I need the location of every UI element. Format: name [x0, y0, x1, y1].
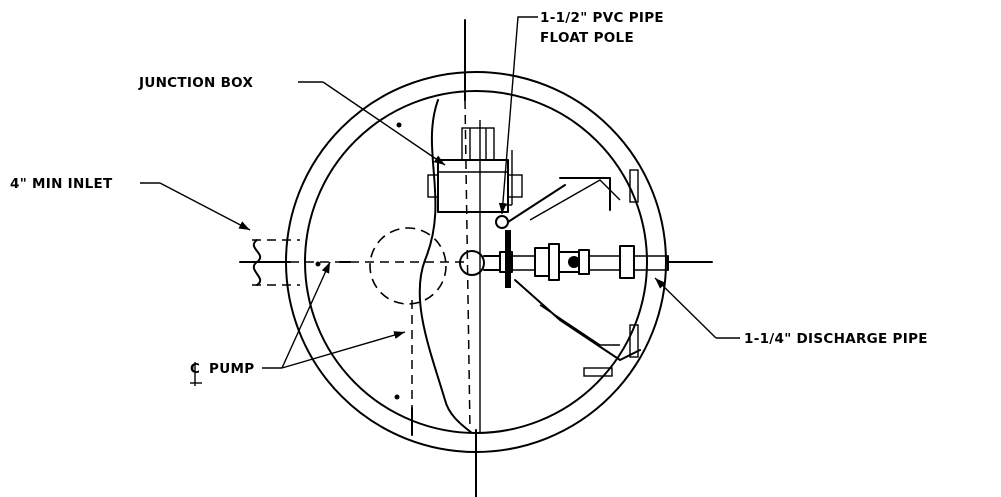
pvc-pipe-label: 1-1/2" PVC PIPE [540, 10, 664, 26]
wall-bolts [315, 122, 402, 400]
discharge-leader [654, 277, 717, 339]
discharge-pipe-label: 1-1/4" DISCHARGE PIPE [744, 331, 928, 347]
inlet-label: 4" MIN INLET [10, 176, 113, 192]
junction-box-label: JUNCTION BOX [138, 75, 253, 91]
junction-box [427, 127, 523, 213]
pump-leader-1 [281, 261, 331, 369]
float-pole-label: FLOAT POLE [540, 30, 634, 46]
centerline-symbol-icon: C [190, 361, 202, 386]
pump-outline [339, 227, 447, 436]
inlet-pipe [252, 239, 300, 286]
pump-label: PUMP [209, 361, 254, 377]
discharge-piping [459, 230, 669, 288]
pump-bracket [514, 169, 641, 377]
pump-leader-2 [281, 331, 406, 369]
junction-box-leader [322, 81, 446, 166]
inlet-leader [159, 182, 251, 231]
cutaway-region [418, 99, 481, 433]
float-pole-leader [498, 16, 538, 215]
vertical-centerline [464, 19, 477, 497]
